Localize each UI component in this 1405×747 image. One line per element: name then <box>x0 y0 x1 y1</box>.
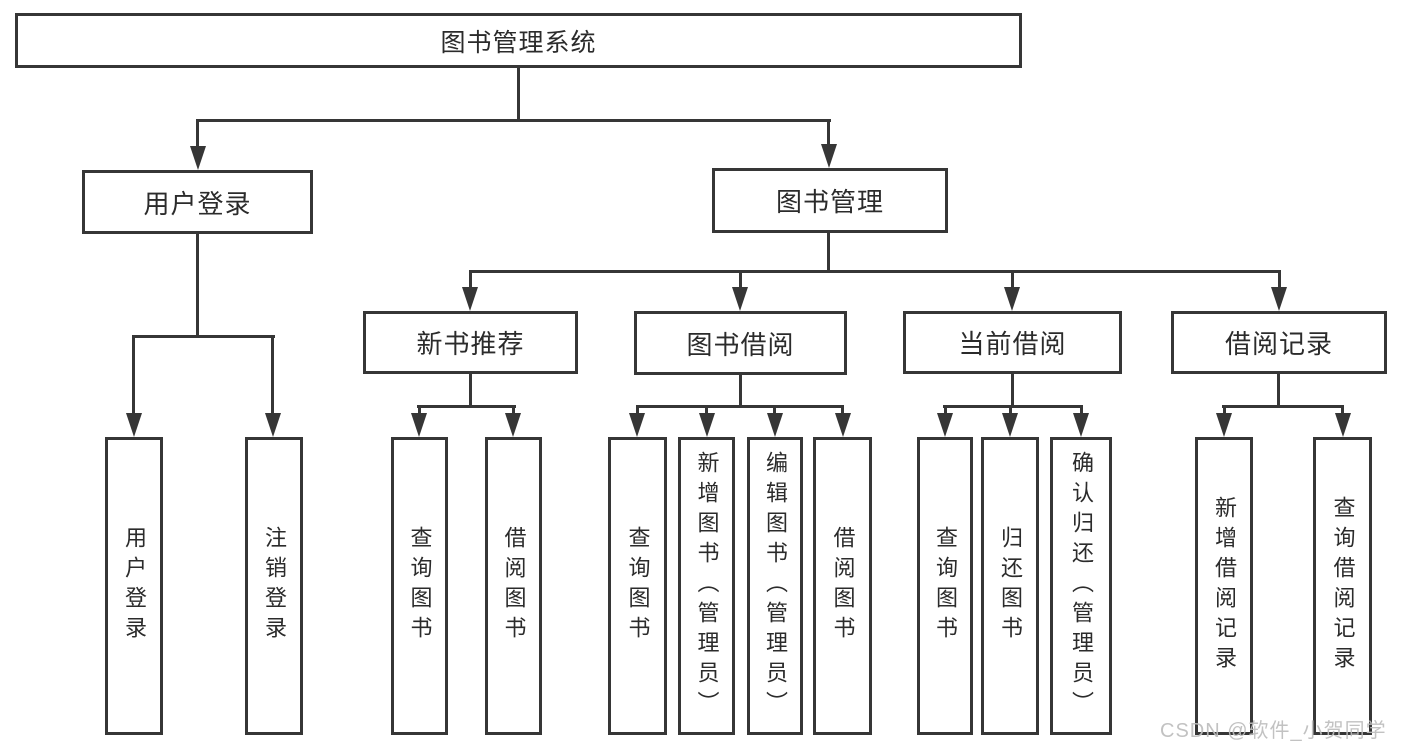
arrow-down-cb-query <box>937 413 953 437</box>
connector-cb-tail-3 <box>1080 405 1083 415</box>
leaf-cb-confirm-return-admin-label: 确认归还（管理员） <box>1069 451 1094 721</box>
connector-cb-hbar <box>943 405 1083 408</box>
leaf-bb-edit-books-admin-label: 编辑图书（管理员） <box>763 451 788 721</box>
node-new-book-recommend: 新书推荐 <box>363 311 578 374</box>
leaf-logout-label: 注销登录 <box>262 526 287 646</box>
leaf-cb-query-books: 查询图书 <box>917 437 973 735</box>
connector-bookmgmt-hbar <box>469 270 1281 273</box>
leaf-bb-add-books-admin: 新增图书（管理员） <box>678 437 735 735</box>
connector-nb-tail-2 <box>512 405 515 415</box>
node-current-borrowing: 当前借阅 <box>903 311 1122 374</box>
leaf-nb-borrow-books: 借阅图书 <box>485 437 542 735</box>
connector-to-leaf-logout <box>271 335 274 414</box>
leaf-nb-borrow-books-label: 借阅图书 <box>501 526 527 646</box>
connector-user-hbar <box>132 335 275 338</box>
csdn-watermark: CSDN @软件_小贺同学 <box>1160 720 1387 742</box>
connector-bb-tail-3 <box>773 405 776 415</box>
leaf-br-add-record: 新增借阅记录 <box>1195 437 1253 735</box>
connector-nb-tail-1 <box>418 405 421 415</box>
connector-bookmgmt-stem <box>827 233 830 272</box>
arrow-down-br-query <box>1335 413 1351 437</box>
leaf-br-add-record-label: 新增借阅记录 <box>1212 496 1237 676</box>
connector-to-user-login <box>196 119 199 149</box>
leaf-bb-add-books-admin-label: 新增图书（管理员） <box>694 451 720 721</box>
leaf-br-query-record-label: 查询借阅记录 <box>1330 496 1356 676</box>
connector-to-new-book <box>469 270 472 290</box>
connector-br-tail-2 <box>1341 405 1344 415</box>
leaf-bb-borrow-books-label: 借阅图书 <box>830 526 856 646</box>
connector-br-stem <box>1277 374 1280 407</box>
connector-cb-tail-1 <box>944 405 947 415</box>
arrow-down-bb-query <box>629 413 645 437</box>
leaf-bb-edit-books-admin: 编辑图书（管理员） <box>747 437 803 735</box>
connector-to-borrow-records <box>1278 270 1281 290</box>
arrow-down-book-borrow <box>732 287 748 311</box>
arrow-down-book-mgmt <box>821 144 837 168</box>
arrow-down-bb-borrow <box>835 413 851 437</box>
node-book-borrowing: 图书借阅 <box>634 311 847 375</box>
arrow-down-leaf-logout <box>265 413 281 437</box>
leaf-br-query-record: 查询借阅记录 <box>1313 437 1372 735</box>
connector-br-tail-1 <box>1223 405 1226 415</box>
arrow-down-br-add <box>1216 413 1232 437</box>
leaf-bb-query-books: 查询图书 <box>608 437 667 735</box>
connector-cb-tail-2 <box>1009 405 1012 415</box>
connector-user-stem <box>196 234 199 337</box>
leaf-cb-query-books-label: 查询图书 <box>933 526 958 646</box>
connector-bb-tail-4 <box>841 405 844 415</box>
leaf-cb-return-books: 归还图书 <box>981 437 1039 735</box>
arrow-down-cb-confirm <box>1073 413 1089 437</box>
connector-cb-stem <box>1011 374 1014 407</box>
connector-bb-hbar <box>636 405 844 408</box>
node-root-system: 图书管理系统 <box>15 13 1022 68</box>
connector-root-stem <box>517 68 520 121</box>
connector-to-leaf-login <box>132 335 135 414</box>
connector-to-current-borrow <box>1011 270 1014 290</box>
arrow-down-nb-query <box>411 413 427 437</box>
arrow-down-current-borrow <box>1004 287 1020 311</box>
arrow-down-user-login <box>190 146 206 170</box>
connector-to-book-mgmt <box>827 119 830 147</box>
node-book-management: 图书管理 <box>712 168 948 233</box>
arrow-down-bb-add <box>699 413 715 437</box>
leaf-logout: 注销登录 <box>245 437 303 735</box>
arrow-down-nb-borrow <box>505 413 521 437</box>
connector-nb-stem <box>469 374 472 407</box>
leaf-nb-query-books: 查询图书 <box>391 437 448 735</box>
leaf-user-login-label: 用户登录 <box>122 526 147 646</box>
leaf-nb-query-books-label: 查询图书 <box>407 526 433 646</box>
connector-bb-stem <box>739 375 742 407</box>
connector-bb-tail-1 <box>636 405 639 415</box>
connector-br-hbar <box>1222 405 1344 408</box>
connector-nb-hbar <box>417 405 516 408</box>
node-borrow-records: 借阅记录 <box>1171 311 1387 374</box>
node-user-login: 用户登录 <box>82 170 313 234</box>
arrow-down-new-book <box>462 287 478 311</box>
arrow-down-bb-edit <box>767 413 783 437</box>
arrow-down-cb-return <box>1002 413 1018 437</box>
leaf-cb-confirm-return-admin: 确认归还（管理员） <box>1050 437 1112 735</box>
leaf-bb-borrow-books: 借阅图书 <box>813 437 872 735</box>
leaf-user-login: 用户登录 <box>105 437 163 735</box>
connector-to-book-borrow <box>739 270 742 290</box>
connector-root-hbar <box>196 119 831 122</box>
arrow-down-leaf-login <box>126 413 142 437</box>
arrow-down-borrow-records <box>1271 287 1287 311</box>
leaf-bb-query-books-label: 查询图书 <box>625 526 651 646</box>
connector-bb-tail-2 <box>705 405 708 415</box>
leaf-cb-return-books-label: 归还图书 <box>998 526 1023 646</box>
